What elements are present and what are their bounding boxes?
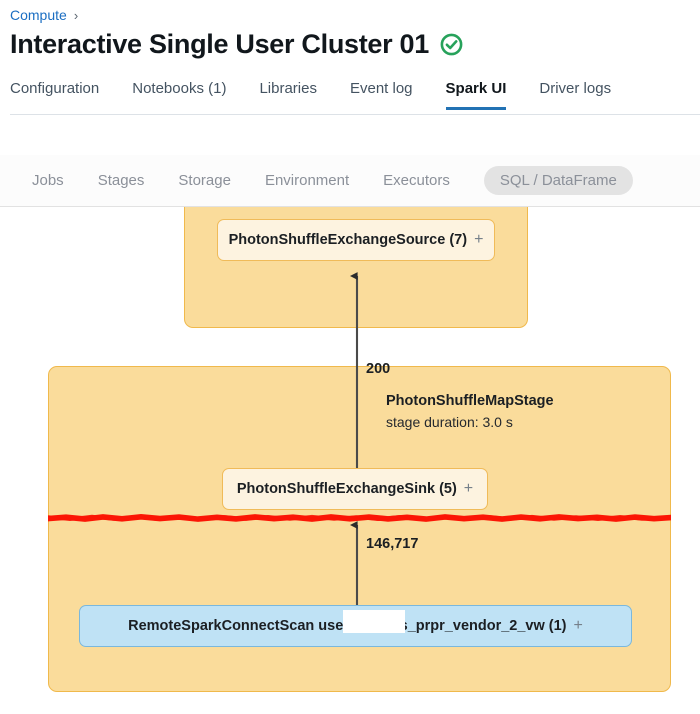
expand-plus-icon[interactable]: + (463, 480, 474, 497)
primary-tabs: Configuration Notebooks (1) Libraries Ev… (10, 78, 700, 110)
page-title-row: Interactive Single User Cluster 01 (10, 29, 463, 60)
tab-spark-ui[interactable]: Spark UI (445, 78, 507, 110)
edge-label-rows-bottom: 146,717 (366, 536, 419, 552)
stage-metadata: PhotonShuffleMapStage stage duration: 3.… (386, 391, 554, 433)
tab-driver-logs[interactable]: Driver logs (539, 80, 612, 97)
subnav-item-sql-dataframe[interactable]: SQL / DataFrame (483, 166, 633, 195)
spark-subnav: Jobs Stages Storage Environment Executor… (0, 155, 700, 207)
node-label: PhotonShuffleExchangeSink (5) (236, 481, 457, 497)
tab-notebooks[interactable]: Notebooks (1) (132, 80, 227, 97)
node-label: PhotonShuffleExchangeSource (7) (228, 232, 468, 248)
tabs-divider (10, 114, 700, 115)
query-plan-graph: PhotonShuffleMapStage stage duration: 3.… (0, 196, 700, 714)
page-title: Interactive Single User Cluster 01 (10, 29, 429, 59)
expand-plus-icon[interactable]: + (474, 231, 484, 248)
node-label-suffix: nd.fs_prpr_vendor_2_vw (1) (373, 618, 567, 634)
red-annotation-line (48, 513, 671, 522)
subnav-item-stages[interactable]: Stages (97, 172, 145, 189)
breadcrumb-separator-icon: › (73, 7, 79, 23)
check-circle-icon (440, 33, 463, 56)
node-label-prefix: RemoteSparkConnectScan users.ja (128, 618, 374, 634)
tab-configuration[interactable]: Configuration (10, 80, 100, 97)
edge-label-rows-top: 200 (366, 361, 391, 377)
expand-plus-icon[interactable]: + (573, 617, 583, 634)
subnav-item-executors[interactable]: Executors (383, 172, 450, 189)
breadcrumb-link-compute[interactable]: Compute (10, 7, 67, 23)
tab-event-log[interactable]: Event log (349, 80, 413, 97)
subnav-item-storage[interactable]: Storage (178, 172, 231, 189)
stage-name: PhotonShuffleMapStage (386, 393, 554, 409)
stage-duration: stage duration: 3.0 s (386, 414, 513, 430)
redaction-block (343, 610, 405, 633)
node-photon-shuffle-exchange-sink[interactable]: PhotonShuffleExchangeSink (5) + (222, 468, 488, 510)
tab-libraries[interactable]: Libraries (259, 80, 317, 97)
node-photon-shuffle-exchange-source[interactable]: PhotonShuffleExchangeSource (7) + (217, 219, 495, 261)
subnav-item-jobs[interactable]: Jobs (32, 172, 64, 189)
breadcrumb: Compute › (10, 7, 78, 23)
edge-arrows (350, 272, 359, 605)
subnav-item-environment[interactable]: Environment (264, 172, 350, 189)
